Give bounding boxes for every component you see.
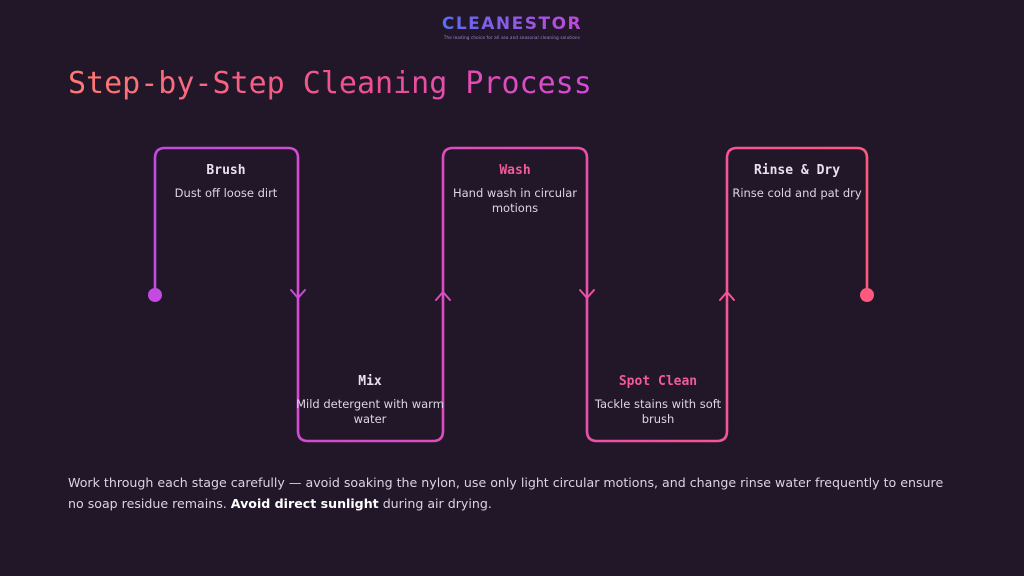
flow-path — [153, 146, 869, 443]
step-wash: Wash Hand wash in circular motions — [440, 163, 590, 216]
step-title: Brush — [206, 163, 246, 178]
arrow-down-icon — [290, 289, 306, 299]
step-spot-clean: Spot Clean Tackle stains with soft brush — [583, 374, 733, 427]
brand-tagline: The leading choice for all sea and seaso… — [443, 35, 581, 40]
step-title: Mix — [358, 374, 382, 389]
step-title: Spot Clean — [618, 374, 698, 389]
arrow-up-icon — [719, 291, 735, 301]
footer-text: Work through each stage carefully — avoi… — [68, 475, 944, 511]
step-mix: Mix Mild detergent with warm water — [295, 374, 445, 427]
flow-end-dot — [860, 288, 874, 302]
footer-bold-warning: Avoid direct sunlight — [230, 496, 379, 511]
brand-logo: CLEANESTOR The leading choice for all se… — [0, 14, 1024, 40]
step-rinse-dry: Rinse & Dry Rinse cold and pat dry — [722, 163, 872, 201]
step-title: Rinse & Dry — [753, 163, 841, 178]
footer-text-end: during air drying. — [378, 496, 492, 511]
arrow-up-icon — [435, 291, 451, 301]
step-brush: Brush Dust off loose dirt — [151, 163, 301, 201]
step-description: Dust off loose dirt — [174, 186, 278, 200]
step-description: Rinse cold and pat dry — [732, 186, 862, 200]
step-description: Hand wash in circular motions — [452, 186, 578, 215]
footer-note: Work through each stage carefully — avoi… — [68, 472, 948, 514]
flow-start-dot — [148, 288, 162, 302]
page-title: Step-by-Step Cleaning Process — [68, 66, 592, 101]
step-description: Mild detergent with warm water — [296, 397, 444, 426]
step-description: Tackle stains with soft brush — [594, 397, 722, 426]
arrow-down-icon — [579, 289, 595, 299]
brand-name: CLEANESTOR — [441, 14, 583, 34]
step-title: Wash — [499, 163, 531, 178]
